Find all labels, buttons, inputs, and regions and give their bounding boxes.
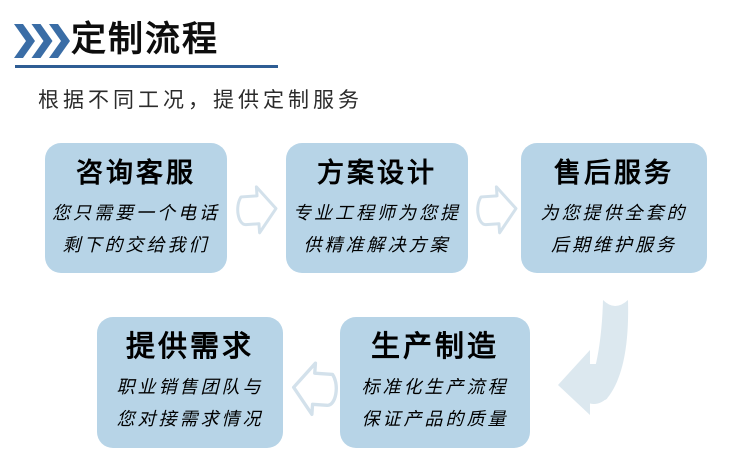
flow-arrow-right-icon	[236, 185, 278, 235]
step-desc-line: 为您提供全套的	[540, 203, 688, 223]
step-desc-line: 剩下的交给我们	[62, 235, 210, 255]
section-subtitle: 根据不同工况，提供定制服务	[38, 89, 363, 112]
step-desc-line: 专业工程师为您提	[293, 203, 461, 223]
step-description: 标准化生产流程 保证产品的质量	[340, 371, 530, 435]
step-description: 职业销售团队与 您对接需求情况	[97, 371, 283, 435]
step-box-requirements: 提供需求 职业销售团队与 您对接需求情况	[97, 317, 283, 448]
step-desc-line: 供精准解决方案	[303, 235, 451, 255]
step-desc-line: 您对接需求情况	[116, 409, 264, 429]
page-title: 定制流程	[71, 20, 220, 59]
step-box-manufacturing: 生产制造 标准化生产流程 保证产品的质量	[340, 317, 530, 448]
step-description: 专业工程师为您提 供精准解决方案	[286, 197, 468, 261]
step-title: 售后服务	[554, 158, 674, 188]
flow-arrow-right-icon	[476, 185, 518, 235]
step-box-consult: 咨询客服 您只需要一个电话 剩下的交给我们	[45, 143, 227, 273]
step-desc-line: 标准化生产流程	[361, 377, 509, 397]
flow-arrow-left-icon	[291, 361, 338, 417]
step-desc-line: 保证产品的质量	[361, 409, 509, 429]
step-desc-line: 后期维护服务	[551, 235, 677, 255]
step-box-design: 方案设计 专业工程师为您提 供精准解决方案	[286, 143, 468, 273]
step-box-aftersales: 售后服务 为您提供全套的 后期维护服务	[521, 143, 707, 273]
flow-arrow-turn-down-left-icon	[558, 300, 629, 415]
step-title: 方案设计	[317, 158, 437, 188]
triple-chevron-icon	[14, 24, 70, 58]
step-description: 您只需要一个电话 剩下的交给我们	[45, 197, 227, 261]
step-title: 生产制造	[370, 331, 499, 363]
step-description: 为您提供全套的 后期维护服务	[521, 197, 707, 261]
step-desc-line: 职业销售团队与	[116, 377, 264, 397]
step-title: 咨询客服	[76, 158, 196, 188]
step-desc-line: 您只需要一个电话	[52, 203, 220, 223]
step-title: 提供需求	[125, 331, 254, 363]
title-underline	[15, 65, 278, 68]
